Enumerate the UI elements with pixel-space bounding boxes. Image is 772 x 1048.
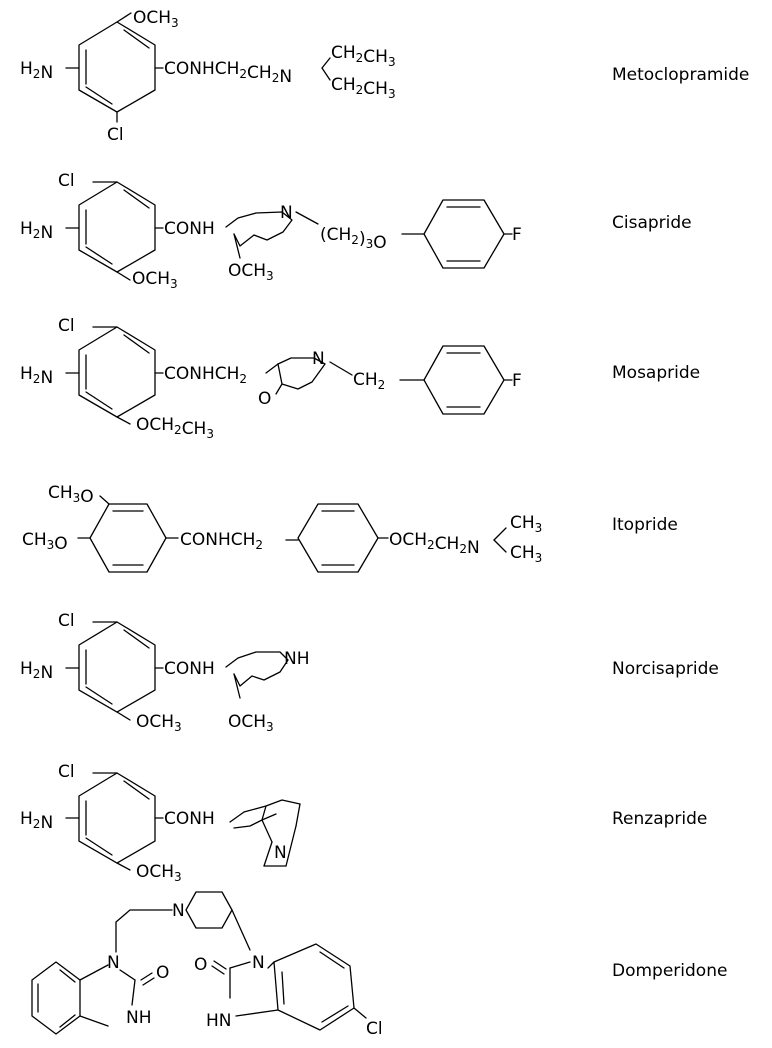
fluorophenyl-ring	[423, 345, 505, 415]
amine-label: H2N	[20, 59, 53, 83]
piperidine-ring	[225, 211, 293, 247]
benzene-ring	[273, 943, 355, 1031]
piperidine-ring	[185, 891, 233, 929]
ethoxy-label: OCH2CH3	[136, 415, 214, 441]
methyl-label: CH3	[510, 513, 542, 535]
piperidine-nitrogen-label: N	[172, 901, 185, 921]
ring-amine-label: HN	[206, 1011, 232, 1031]
cisapride-structure: Cl H2N CONH OCH3 OCH3 N (CH2)3O F	[20, 171, 522, 291]
compound-name: Itopride	[612, 515, 678, 535]
phenylene-ring	[297, 503, 379, 573]
amide-chain-label: CONHCH2CH2N	[164, 59, 292, 87]
methoxy-label: CH3O	[48, 483, 94, 507]
benzene-ring	[89, 503, 167, 573]
chloro-label: Cl	[58, 171, 75, 191]
amide-label: CONH	[164, 219, 215, 239]
amine-label: H2N	[20, 809, 53, 833]
ring-nitrogen-label: N	[280, 203, 293, 223]
compound-name: Norcisapride	[612, 659, 719, 679]
ethyl-label: CH2CH3	[331, 43, 396, 69]
fluorophenyl-ring	[423, 199, 505, 269]
chloro-label: Cl	[58, 762, 75, 782]
amide-label: CONH	[164, 809, 215, 829]
chloro-label: Cl	[107, 125, 124, 145]
amide-label: CONHCH2	[164, 364, 247, 386]
compound-name: Cisapride	[612, 213, 692, 233]
chloro-label: Cl	[58, 316, 75, 336]
ethyl-label: CH2CH3	[331, 75, 396, 101]
amine-label: H2N	[20, 219, 53, 243]
ring-amine-label: NH	[126, 1008, 152, 1028]
ring-oxygen-label: O	[258, 389, 271, 409]
compound-name: Mosapride	[612, 363, 700, 383]
chloro-label: Cl	[58, 611, 75, 631]
compound-name: Metoclopramide	[612, 65, 749, 85]
azabicyclic-ring	[229, 799, 301, 867]
methoxy-label: OCH3	[228, 712, 274, 734]
ring-nitrogen-label: N	[274, 843, 287, 863]
mosapride-structure: Cl H2N CONHCH2 OCH2CH3 N O CH2 F	[20, 316, 522, 441]
carbonyl-oxygen-label: O	[156, 963, 169, 983]
methoxy-label: OCH3	[228, 261, 274, 283]
benzene-ring	[78, 772, 156, 864]
compound-name: Domperidone	[612, 961, 727, 981]
methoxy-label: CH3O	[22, 530, 68, 554]
amine-label: H2N	[20, 659, 53, 683]
ring-nitrogen-label: N	[107, 953, 120, 973]
fluoro-label: F	[512, 371, 522, 391]
benzene-ring	[78, 326, 156, 418]
aminoethoxy-label: OCH2CH2N	[389, 530, 480, 558]
methoxy-label: OCH3	[136, 712, 182, 734]
norcisapride-structure: Cl H2N CONH OCH3 OCH3 NH	[20, 611, 310, 734]
ring-amine-label: NH	[284, 649, 310, 669]
methyl-label: CH3	[510, 543, 542, 565]
chloro-label: Cl	[366, 1019, 383, 1039]
amide-label: CONHCH2	[180, 530, 263, 552]
benzene-ring	[78, 621, 156, 713]
methoxy-label: OCH3	[136, 862, 182, 884]
benzene-ring	[78, 181, 156, 273]
benzene-ring	[31, 961, 81, 1035]
ring-nitrogen-label: N	[312, 349, 325, 369]
itopride-structure: CH3O CH3O CONHCH2 OCH2CH2N CH3 CH3	[22, 483, 542, 573]
methylene-label: CH2	[353, 370, 385, 392]
amide-label: CONH	[164, 659, 215, 679]
domperidone-structure: N O NH N N O HN Cl	[31, 891, 383, 1039]
linker-label: (CH2)3O	[320, 225, 387, 253]
fluoro-label: F	[512, 225, 522, 245]
methoxy-label: OCH3	[132, 269, 178, 291]
carbonyl-oxygen-label: O	[194, 955, 207, 975]
morpholine-ring	[275, 357, 326, 395]
renzapride-structure: Cl H2N CONH OCH3 N	[20, 762, 301, 884]
methoxy-label: OCH3	[133, 8, 179, 30]
amine-label: H2N	[20, 364, 53, 388]
benzene-ring	[78, 21, 156, 113]
compound-name: Renzapride	[612, 809, 707, 829]
piperidine-ring	[225, 651, 289, 687]
metoclopramide-structure: OCH3 H2N Cl CONHCH2CH2N CH2CH3 CH2CH3	[20, 8, 396, 145]
ring-nitrogen-label: N	[252, 953, 265, 973]
